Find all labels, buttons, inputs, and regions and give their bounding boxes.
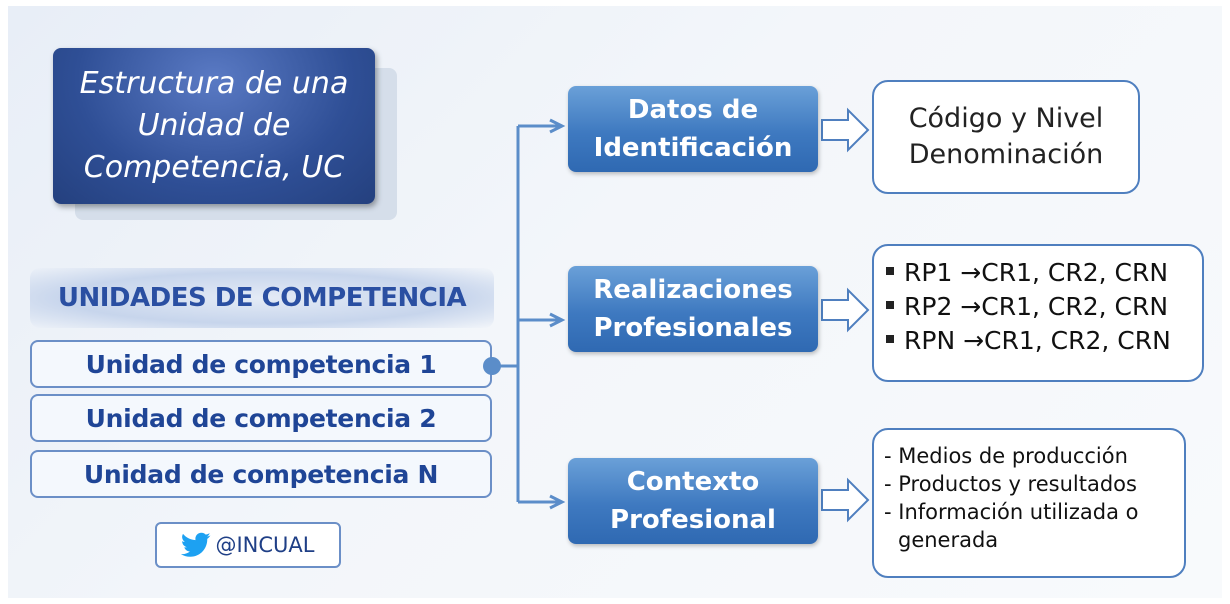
category-context-line-1: Contexto	[626, 467, 760, 497]
category-identification: Datos de Identificación	[568, 86, 818, 172]
result-realizations-text-2: RP2 →CR1, CR2, CRN	[904, 292, 1169, 321]
result-identification: Código y Nivel Denominación	[872, 80, 1140, 194]
unit-label-1: Unidad de competencia 1	[85, 349, 437, 379]
connector-dot	[483, 357, 501, 375]
title-text: Estructura de una Unidad de Competencia,…	[69, 63, 359, 189]
result-realizations-text-1: RP1 →CR1, CR2, CRN	[904, 258, 1169, 287]
category-identification-line-1: Datos de	[627, 95, 759, 125]
result-context-item-1: - Medios de producción	[884, 444, 1128, 468]
twitter-bird-icon	[181, 532, 211, 557]
result-identification-line-1: Código y Nivel	[908, 103, 1104, 134]
units-header: UNIDADES DE COMPETENCIA	[30, 268, 494, 328]
result-realizations-item-3: RPN →CR1, CR2, CRN	[886, 324, 1202, 358]
arrowhead-context	[549, 494, 566, 510]
unit-box-1: Unidad de competencia 1	[30, 340, 492, 388]
category-realizations: Realizaciones Profesionales	[568, 266, 818, 352]
category-identification-line-2: Identificación	[593, 133, 793, 163]
result-realizations-item-2: RP2 →CR1, CR2, CRN	[886, 290, 1202, 324]
unit-box-2: Unidad de competencia 2	[30, 394, 492, 442]
category-context-label: Contexto Profesional	[573, 463, 813, 539]
title-line-1: Estructura de una	[79, 66, 349, 101]
title-line-3: Competencia, UC	[83, 150, 345, 185]
arrowhead-identification	[549, 118, 566, 134]
result-context-item-2: - Productos y resultados	[884, 472, 1137, 496]
result-context-item-3: - Información utilizada o	[884, 500, 1139, 524]
unit-box-n: Unidad de competencia N	[30, 450, 492, 498]
block-arrow-realizations	[821, 287, 870, 333]
twitter-handle: @INCUAL	[215, 533, 315, 557]
bullet-icon	[886, 335, 894, 343]
category-context: Contexto Profesional	[568, 458, 818, 544]
result-realizations-item-1: RP1 →CR1, CR2, CRN	[886, 256, 1202, 290]
title-box: Estructura de una Unidad de Competencia,…	[53, 48, 375, 204]
result-identification-line-2: Denominación	[908, 139, 1104, 170]
bullet-icon	[886, 301, 894, 309]
category-realizations-line-1: Realizaciones	[593, 275, 793, 305]
twitter-badge: @INCUAL	[155, 522, 341, 568]
bullet-icon	[886, 267, 894, 275]
result-context-item-4: generada	[898, 528, 999, 552]
result-context: - Medios de producción - Productos y res…	[872, 428, 1186, 578]
category-realizations-line-2: Profesionales	[593, 313, 793, 343]
unit-label-2: Unidad de competencia 2	[85, 403, 437, 433]
unit-label-n: Unidad de competencia N	[83, 459, 439, 489]
block-arrow-identification	[821, 107, 870, 153]
title-line-2: Unidad de	[137, 108, 291, 143]
arrowhead-realizations	[549, 312, 566, 328]
category-realizations-label: Realizaciones Profesionales	[573, 271, 813, 347]
units-header-label: UNIDADES DE COMPETENCIA	[57, 283, 467, 313]
block-arrow-context	[821, 477, 870, 523]
result-realizations: RP1 →CR1, CR2, CRN RP2 →CR1, CR2, CRN RP…	[872, 244, 1204, 382]
category-context-line-2: Profesional	[610, 505, 776, 535]
result-realizations-text-3: RPN →CR1, CR2, CRN	[904, 326, 1171, 355]
category-identification-label: Datos de Identificación	[573, 91, 813, 167]
